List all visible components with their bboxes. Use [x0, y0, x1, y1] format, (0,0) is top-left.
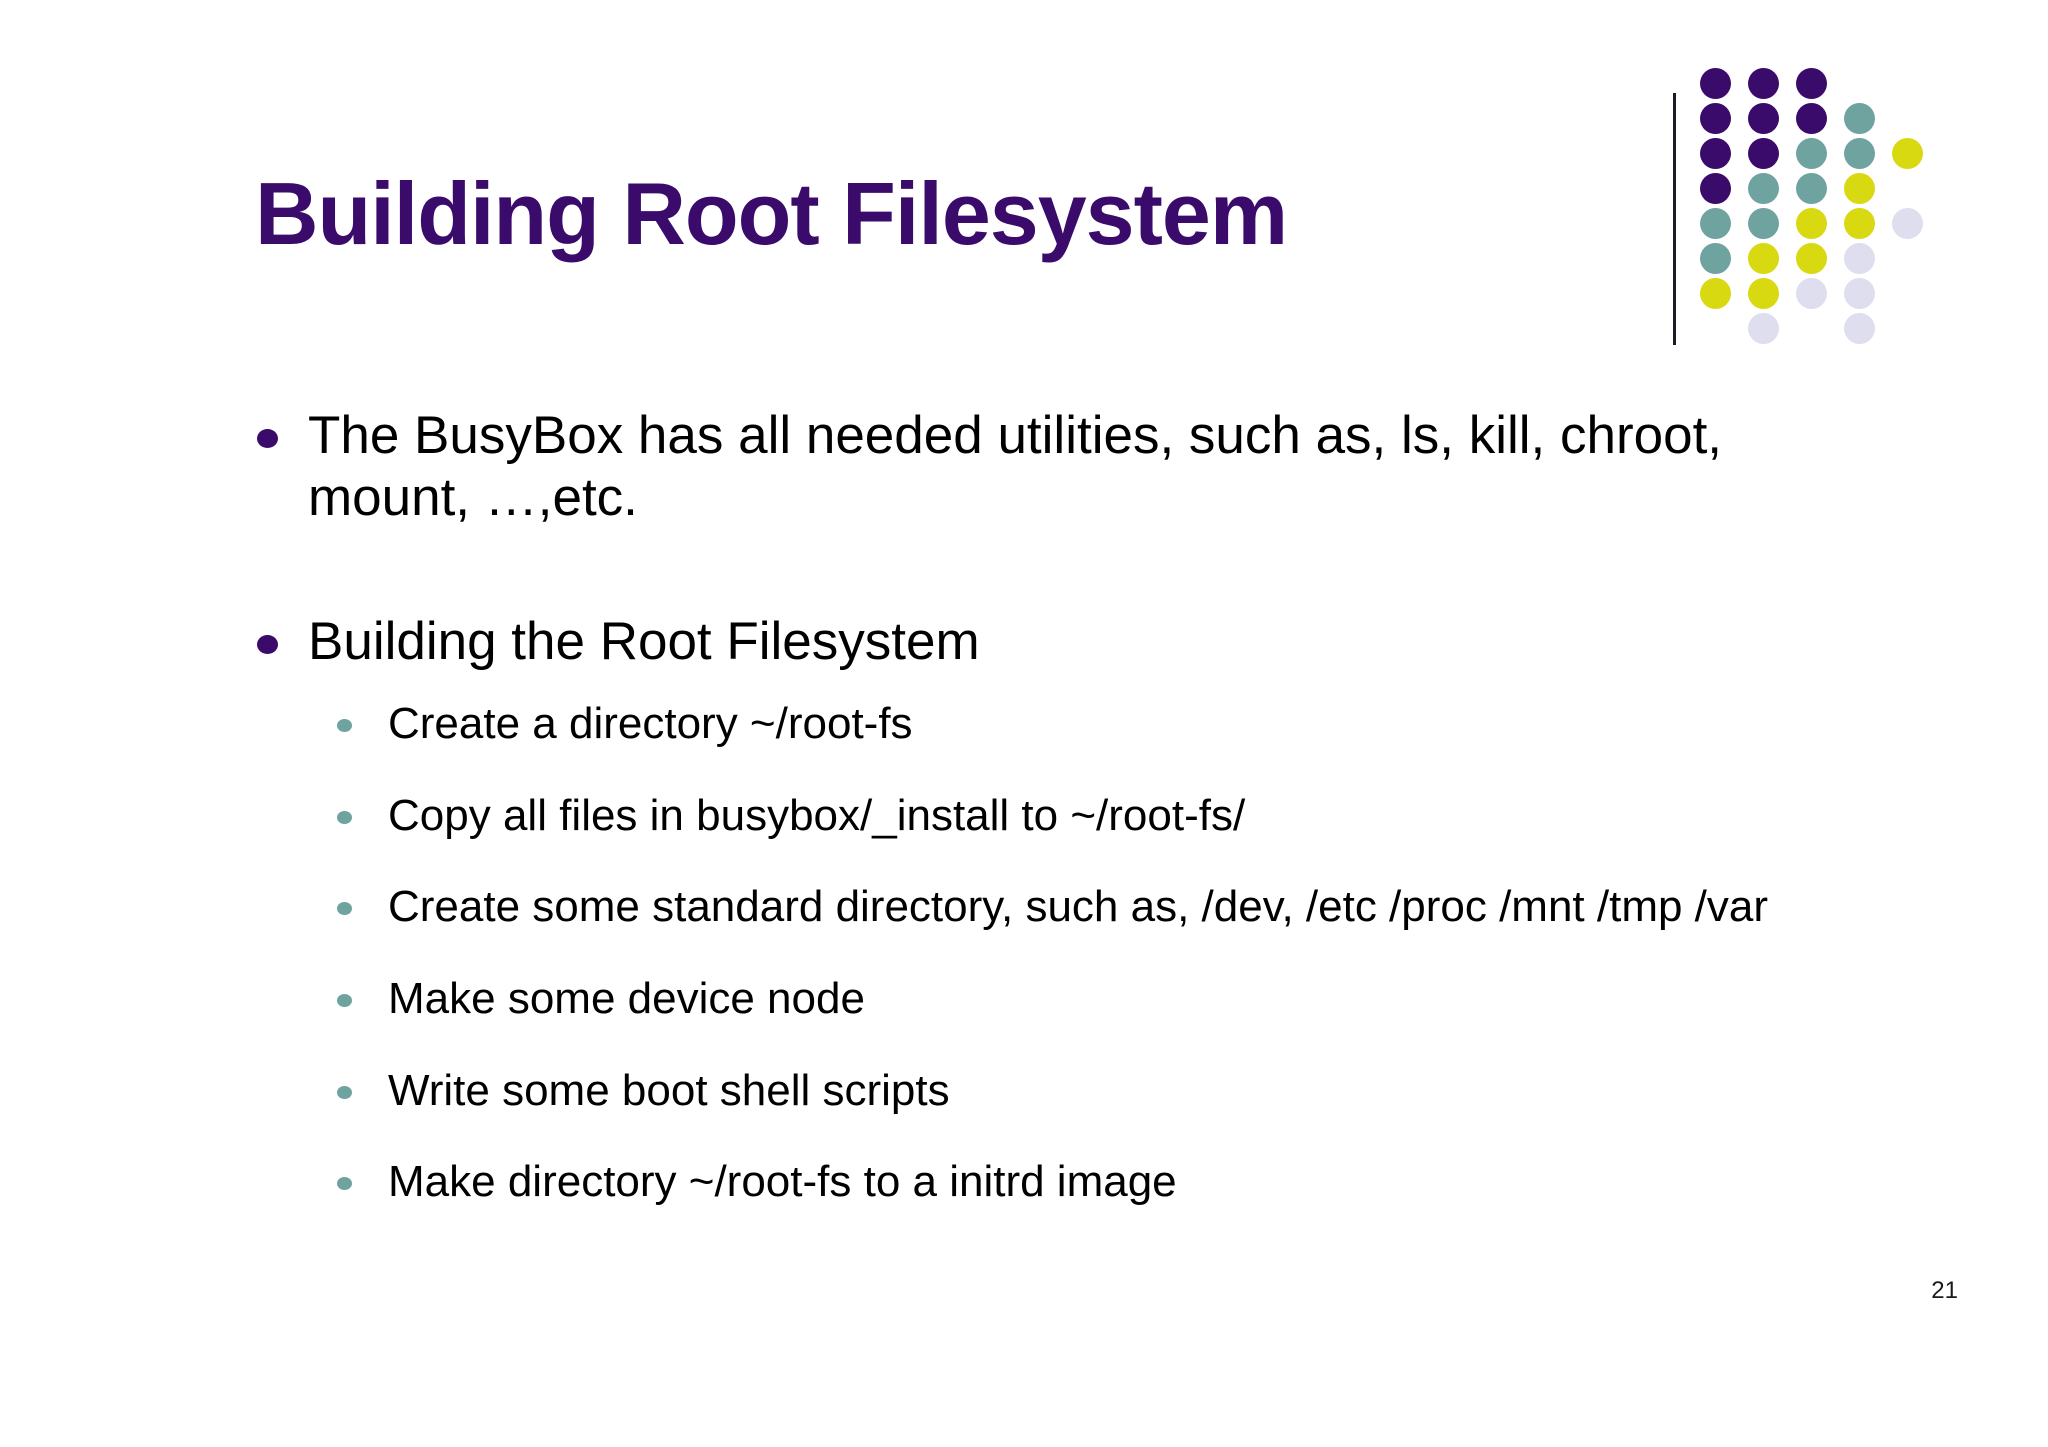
sub-bullet-item: Write some boot shell scripts: [240, 1064, 1860, 1118]
logo-dot-yellow-r6c0: [1700, 278, 1731, 309]
logo-dot-purple-r1c1: [1748, 103, 1779, 134]
logo-dot-empty-r3c4: [1892, 173, 1923, 204]
bullet-text: The BusyBox has all needed utilities, su…: [308, 406, 1723, 527]
logo-dot-lavender-r7c1: [1748, 313, 1779, 344]
logo-dot-teal-r3c2: [1796, 173, 1827, 204]
logo-dot-empty-r0c4: [1892, 68, 1923, 99]
logo-dot-yellow-r5c1: [1748, 243, 1779, 274]
logo-dot-empty-r5c4: [1892, 243, 1923, 274]
logo-dot-yellow-r2c4: [1892, 138, 1923, 169]
bullet-dot-icon: [257, 635, 278, 654]
sub-bullet-item: Create some standard directory, such as,…: [240, 880, 1860, 934]
sub-bullet-item: Make some device node: [240, 972, 1860, 1026]
sub-bullet-dot-icon: [337, 994, 352, 1008]
logo-dot-purple-r1c2: [1796, 103, 1827, 134]
logo-dot-lavender-r6c2: [1796, 278, 1827, 309]
logo-dot-purple-r0c0: [1700, 68, 1731, 99]
bullet-text: Building the Root Filesystem: [308, 612, 980, 671]
page-number: 21: [1931, 1277, 1958, 1304]
logo-dot-lavender-r6c3: [1844, 278, 1875, 309]
logo-dot-purple-r2c0: [1700, 138, 1731, 169]
logo-dot-yellow-r3c3: [1844, 173, 1875, 204]
logo-dot-yellow-r4c3: [1844, 208, 1875, 239]
logo-dot-grid: [1700, 68, 1940, 348]
logo-dot-purple-r0c1: [1748, 68, 1779, 99]
logo-dot-empty-r7c2: [1796, 313, 1827, 344]
sub-bullet-dot-icon: [337, 1177, 352, 1191]
sub-bullet-dot-icon: [337, 810, 352, 824]
logo-dot-empty-r7c4: [1892, 313, 1923, 344]
sub-bullet-item: Make directory ~/root-fs to a initrd ima…: [240, 1155, 1860, 1209]
sub-bullet-text: Make directory ~/root-fs to a initrd ima…: [388, 1157, 1177, 1207]
logo-dot-lavender-r4c4: [1892, 208, 1923, 239]
sub-bullet-dot-icon: [337, 719, 352, 732]
logo-dot-purple-r1c0: [1700, 103, 1731, 134]
bullet-item-primary: The BusyBox has all needed utilities, su…: [240, 405, 1860, 529]
logo-dot-purple-r2c1: [1748, 138, 1779, 169]
logo-dot-teal-r1c3: [1844, 103, 1875, 134]
logo-dot-teal-r5c0: [1700, 243, 1731, 274]
sub-bullet-dot-icon: [337, 902, 352, 916]
body-spacer: [240, 529, 1860, 611]
logo-dot-yellow-r6c1: [1748, 278, 1779, 309]
sub-bullet-item: Create a directory ~/root-fs: [240, 697, 1860, 751]
logo-dot-empty-r7c0: [1700, 313, 1731, 344]
sub-bullet-text: Make some device node: [388, 974, 865, 1024]
logo-dot-teal-r2c3: [1844, 138, 1875, 169]
logo-dot-yellow-r5c2: [1796, 243, 1827, 274]
bullet-item-primary: Building the Root Filesystem: [240, 611, 1860, 673]
slide-body: The BusyBox has all needed utilities, su…: [240, 405, 1860, 1247]
logo-dot-purple-r3c0: [1700, 173, 1731, 204]
page-title: Building Root Filesystem: [255, 164, 1288, 263]
sub-bullet-text: Create a directory ~/root-fs: [388, 699, 913, 748]
sub-bullet-text: Write some boot shell scripts: [388, 1065, 950, 1115]
logo-dot-empty-r6c4: [1892, 278, 1923, 309]
logo-dot-yellow-r4c2: [1796, 208, 1827, 239]
logo-dot-teal-r4c1: [1748, 208, 1779, 239]
logo-dot-empty-r1c4: [1892, 103, 1923, 134]
bullet-dot-icon: [257, 429, 278, 448]
logo-dot-teal-r2c2: [1796, 138, 1827, 169]
dot-matrix-logo: [1660, 60, 1960, 360]
logo-vertical-rule: [1673, 93, 1676, 345]
sub-bullet-dot-icon: [337, 1085, 352, 1099]
sub-bullet-text: Create some standard directory, such as,…: [388, 882, 1769, 932]
logo-dot-lavender-r5c3: [1844, 243, 1875, 274]
logo-dot-teal-r3c1: [1748, 173, 1779, 204]
logo-dot-empty-r0c3: [1844, 68, 1875, 99]
logo-dot-lavender-r7c3: [1844, 313, 1875, 344]
logo-dot-purple-r0c2: [1796, 68, 1827, 99]
sub-bullet-item: Copy all files in busybox/_install to ~/…: [240, 789, 1860, 843]
logo-dot-teal-r4c0: [1700, 208, 1731, 239]
sub-bullet-text: Copy all files in busybox/_install to ~/…: [388, 790, 1246, 840]
